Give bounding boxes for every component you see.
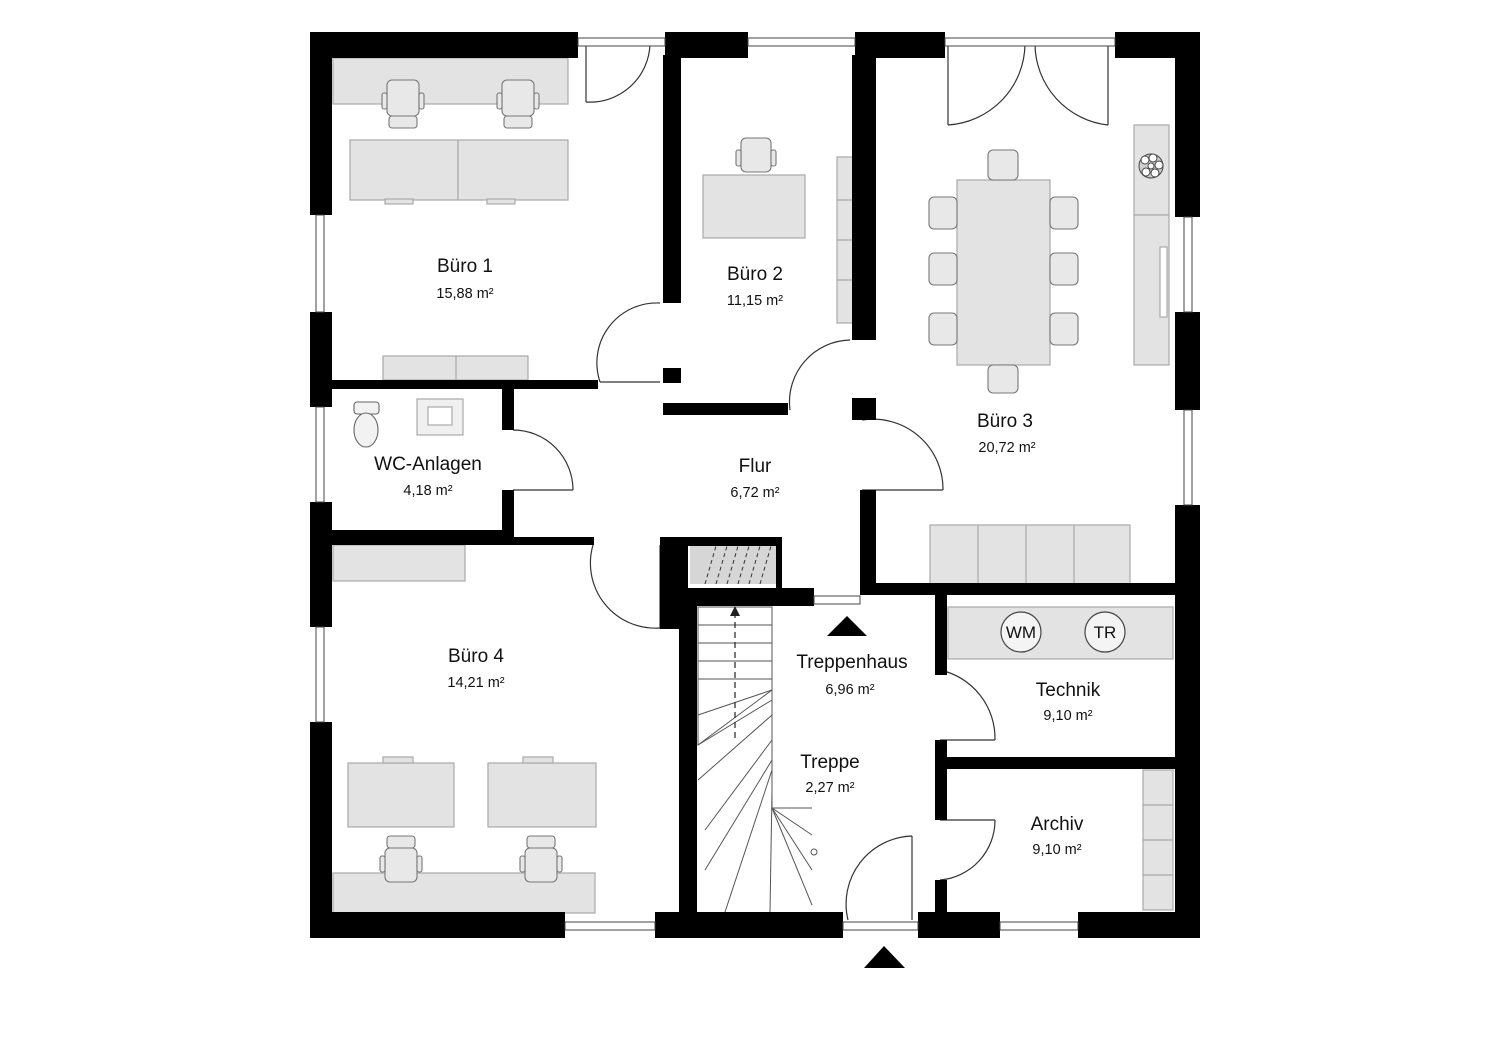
room-area-wc: 4,18 m²	[403, 483, 452, 499]
chair	[381, 79, 425, 129]
dryer-icon	[1084, 611, 1126, 653]
shaft	[690, 544, 778, 585]
chair	[1049, 312, 1079, 346]
desk	[457, 139, 569, 201]
washing-machine-icon	[1000, 611, 1042, 653]
appliances: WM TR	[1000, 611, 1126, 653]
chair	[1049, 252, 1079, 286]
chair	[379, 835, 423, 883]
room-name-treppenhaus: Treppenhaus	[796, 652, 907, 673]
plant-icon	[1138, 153, 1164, 179]
room-name-buero4: Büro 4	[448, 646, 504, 667]
sofa	[929, 524, 1131, 586]
stair-direction-arrow-icon	[730, 606, 740, 740]
washer-label: WM	[1006, 623, 1036, 642]
room-area-technik: 9,10 m²	[1043, 708, 1092, 724]
entrance-arrow-icon	[864, 946, 905, 968]
dryer-label: TR	[1094, 623, 1117, 642]
room-area-treppe: 2,27 m²	[805, 780, 854, 796]
chair	[1049, 196, 1079, 230]
room-name-buero2: Büro 2	[727, 264, 783, 285]
conference-table	[956, 179, 1051, 366]
windows	[315, 37, 1193, 931]
desk-leg	[486, 198, 516, 205]
desk-leg	[522, 756, 554, 764]
chair	[928, 312, 958, 346]
desk	[702, 174, 806, 239]
room-name-archiv: Archiv	[1031, 814, 1084, 835]
room-name-buero3: Büro 3	[977, 411, 1033, 432]
tv	[1159, 246, 1168, 318]
room-area-archiv: 9,10 m²	[1032, 842, 1081, 858]
chair	[987, 364, 1019, 394]
walls	[310, 32, 1200, 938]
appliance-counter	[947, 606, 1174, 660]
chair	[519, 835, 563, 883]
desk	[349, 139, 459, 201]
toilet-icon	[353, 401, 380, 448]
room-name-buero1: Büro 1	[437, 256, 493, 277]
room-name-flur: Flur	[739, 456, 772, 477]
room-area-treppenhaus: 6,96 m²	[825, 682, 874, 698]
desk	[347, 762, 455, 828]
chair	[735, 137, 777, 173]
room-area-buero2: 11,15 m²	[727, 293, 783, 309]
room-name-treppe: Treppe	[800, 752, 860, 773]
chair	[928, 196, 958, 230]
room-area-flur: 6,72 m²	[730, 485, 779, 501]
desk	[487, 762, 597, 828]
chairs	[379, 79, 1079, 883]
room-labels: Büro 1 15,88 m² Büro 2 11,15 m² Büro 3 2…	[374, 256, 1101, 858]
room-name-technik: Technik	[1036, 680, 1101, 701]
furniture-layer	[332, 57, 1174, 914]
chair	[496, 79, 540, 129]
chair	[928, 252, 958, 286]
entrance-arrow-icon	[827, 616, 867, 636]
desk-leg	[382, 756, 414, 764]
room-area-buero1: 15,88 m²	[436, 286, 493, 302]
desk-leg	[384, 198, 414, 205]
sideboard	[332, 544, 466, 582]
chair	[987, 149, 1019, 181]
room-area-buero3: 20,72 m²	[978, 440, 1035, 456]
room-name-wc: WC-Anlagen	[374, 454, 482, 475]
room-area-buero4: 14,21 m²	[447, 675, 504, 691]
